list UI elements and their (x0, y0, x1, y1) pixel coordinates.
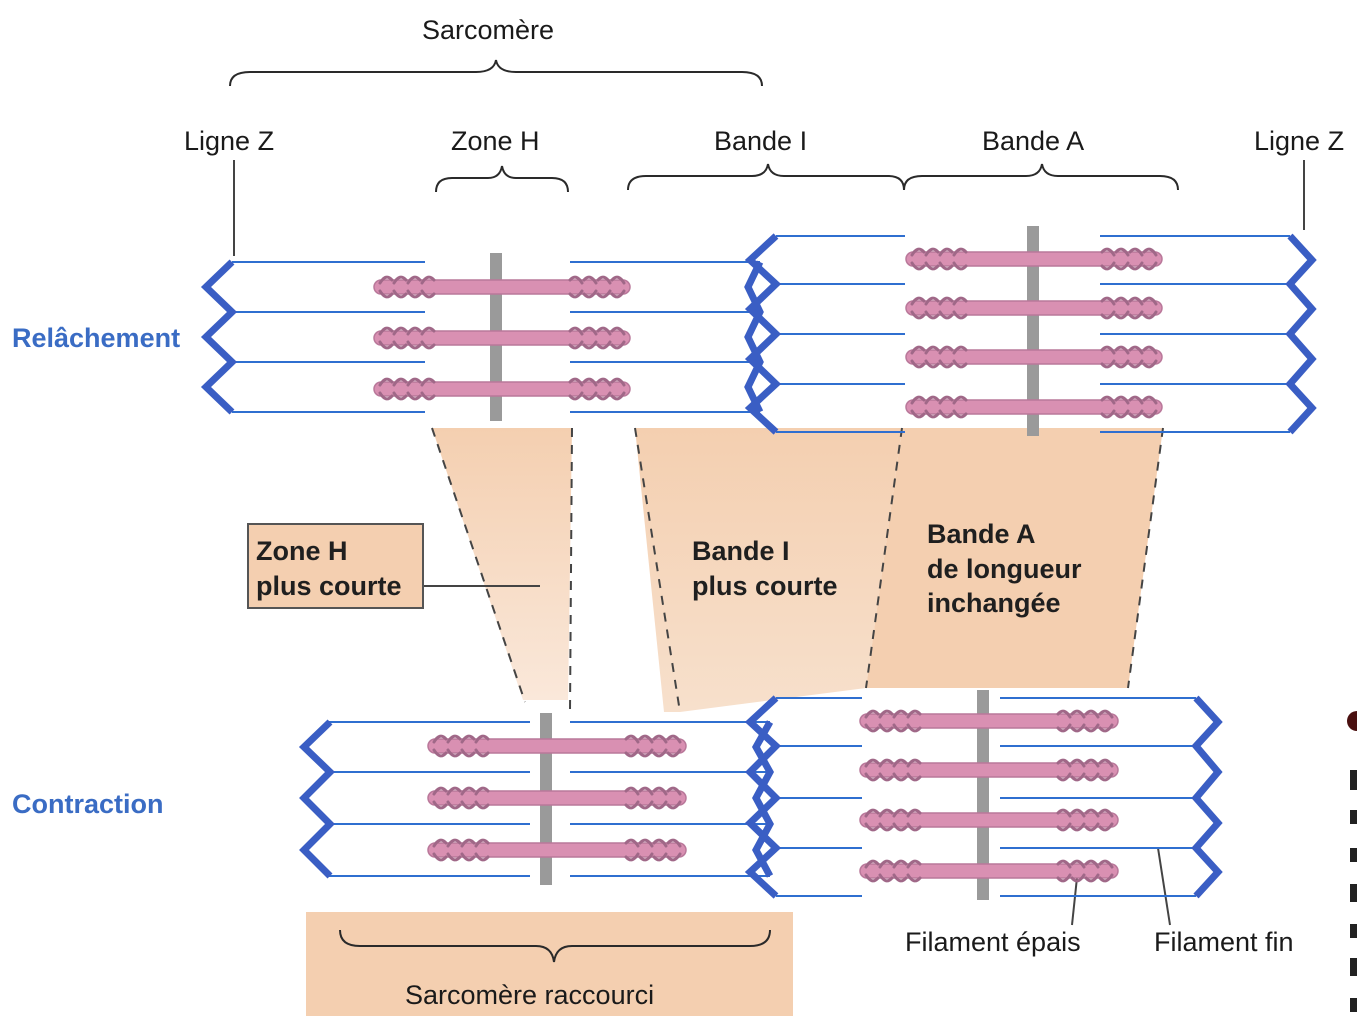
band-a-brace (903, 163, 1179, 191)
dash-line (634, 427, 681, 713)
m-line (1027, 226, 1039, 436)
bande-a-label: Bande A (982, 126, 1085, 156)
z-line (751, 720, 774, 878)
thick-filament (427, 738, 687, 754)
sarcomere-rows (200, 226, 1317, 900)
sarcomere-label: Sarcomère (422, 15, 555, 45)
myosin-heads (378, 326, 436, 350)
myosin-heads (910, 395, 968, 419)
thick-filament (373, 330, 631, 346)
dash-line (569, 427, 573, 713)
myosin-heads (864, 758, 922, 782)
z-line (1191, 695, 1223, 899)
zone-h-shorter-box: Zone H plus courte (247, 523, 424, 609)
myosin-heads (568, 377, 626, 401)
z-line (298, 719, 335, 879)
bande-a-unchanged-line2: de longueur (927, 553, 1082, 584)
myosin-heads (432, 786, 490, 810)
cropped-text-fragment (1350, 958, 1357, 976)
myosin-heads (624, 838, 682, 862)
zone-h-brace (435, 165, 569, 193)
myosin-heads (1056, 709, 1114, 733)
filament-epais-label: Filament épais (905, 927, 1081, 957)
bande-i-label: Bande I (714, 126, 808, 156)
thick-filament (373, 279, 631, 295)
myosin-heads (1100, 296, 1158, 320)
ligne-z-left-label: Ligne Z (184, 126, 275, 156)
thick-filament (859, 863, 1119, 879)
sarcomere-shortened-band (306, 912, 793, 1016)
myosin-heads (1100, 345, 1158, 369)
myosin-heads (1056, 859, 1114, 883)
bande-a-unchanged-label: Bande A de longueur inchangée (927, 517, 1082, 621)
myosin-heads (1100, 247, 1158, 271)
bande-i-shorter-label: Bande I plus courte (692, 534, 838, 603)
m-line (977, 690, 989, 900)
band-i-brace (627, 163, 905, 191)
myosin-heads (864, 709, 922, 733)
myosin-heads (432, 838, 490, 862)
myosin-heads (910, 247, 968, 271)
cropped-text-fragment (1350, 884, 1357, 902)
cropped-text-fragment (1350, 924, 1357, 938)
thick-filament (905, 251, 1163, 267)
myosin-heads (624, 734, 682, 758)
myosin-heads (378, 275, 436, 299)
zone-h-shorter-line1: Zone H (256, 536, 348, 566)
myosin-heads (864, 808, 922, 832)
cropped-text-fragment (1350, 810, 1357, 824)
filament-fin-leader (1157, 847, 1171, 926)
myosin-heads (568, 275, 626, 299)
myosin-heads (910, 296, 968, 320)
thick-filament (859, 713, 1119, 729)
z-line (744, 695, 782, 899)
thick-filament (373, 381, 631, 397)
myosin-heads (1056, 808, 1114, 832)
cropped-text-fragment (1350, 998, 1357, 1012)
bande-i-shorter-line1: Bande I (692, 536, 790, 566)
zone-h-shorter-line2: plus courte (256, 570, 402, 601)
thick-filament (859, 762, 1119, 778)
filament-fin-label: Filament fin (1154, 927, 1294, 957)
ligne-z-right-label: Ligne Z (1254, 126, 1345, 156)
sarcomere-shortened-brace (339, 929, 771, 963)
zone-h-projection (432, 428, 572, 700)
myosin-heads (624, 786, 682, 810)
sarcomere-shortened-label: Sarcomère raccourci (405, 980, 655, 1010)
thick-filament (905, 399, 1163, 415)
myosin-heads (432, 734, 490, 758)
thick-filament (905, 349, 1163, 365)
relachement-label: Relâchement (12, 323, 181, 353)
myosin-heads (864, 859, 922, 883)
dash-line (431, 427, 526, 703)
band-a-projection (866, 428, 1163, 688)
bande-a-unchanged-line1: Bande A (927, 519, 1036, 549)
cropped-text-fragment (1350, 848, 1357, 862)
z-line (200, 259, 238, 415)
z-line (744, 233, 782, 435)
myosin-heads (910, 345, 968, 369)
z-line (744, 260, 764, 414)
bande-a-unchanged-line3: inchangée (927, 588, 1061, 619)
zone-h-label: Zone H (451, 126, 540, 156)
band-i-projection (635, 428, 902, 712)
contraction-label: Contraction (12, 789, 164, 819)
sarcomere-brace (229, 59, 763, 87)
thick-filament (427, 790, 687, 806)
myosin-heads (568, 326, 626, 350)
myosin-heads (1056, 758, 1114, 782)
myosin-heads (1100, 395, 1158, 419)
thick-filament (859, 812, 1119, 828)
thick-filament (427, 842, 687, 858)
bande-i-shorter-line2: plus courte (692, 570, 838, 601)
z-line (1285, 233, 1317, 435)
myosin-heads (378, 377, 436, 401)
bullet-dot (1347, 711, 1357, 731)
cropped-text-fragment (1350, 770, 1357, 790)
thick-filament (905, 300, 1163, 316)
